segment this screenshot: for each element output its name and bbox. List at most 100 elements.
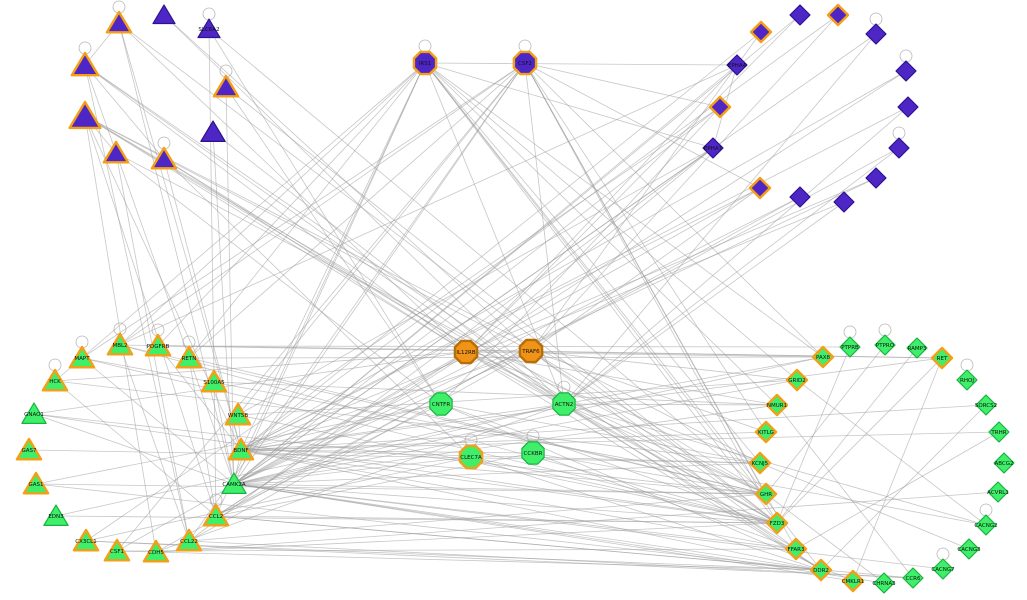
node-label-RHOJ: RHOJ (960, 378, 974, 384)
node-PTPRO[interactable] (874, 334, 896, 356)
node-SLC6A2[interactable] (197, 18, 221, 39)
node-CHRNA3[interactable] (873, 572, 895, 594)
node-d4[interactable] (895, 60, 917, 82)
edge (233, 196, 801, 485)
node-d8[interactable] (897, 96, 919, 118)
edge (240, 431, 767, 451)
node-CACNG3[interactable] (958, 538, 980, 560)
node-EPHA4[interactable] (726, 54, 748, 76)
node-FZD3[interactable] (765, 511, 789, 535)
edge (33, 413, 778, 524)
node-t2[interactable] (152, 4, 176, 25)
edge (208, 28, 767, 495)
node-GNAO1[interactable] (21, 402, 47, 424)
edge (237, 62, 526, 416)
edge (35, 483, 822, 571)
node-label-CLEC7A: CLEC7A (460, 455, 482, 461)
edge (240, 449, 534, 454)
edge (233, 483, 767, 495)
node-MBL2[interactable] (106, 332, 134, 356)
node-PTPRB[interactable] (839, 336, 861, 358)
node-CSF2[interactable] (512, 50, 538, 76)
node-CACNG2[interactable] (975, 514, 997, 536)
node-label-CSF2: CSF2 (518, 61, 532, 67)
node-IRS1[interactable] (412, 50, 438, 76)
self-loop-edge (418, 39, 432, 53)
node-GHR[interactable] (754, 482, 778, 506)
node-d7[interactable] (708, 95, 732, 119)
node-d1[interactable] (789, 4, 811, 26)
edge (188, 62, 426, 359)
node-ACVRL1[interactable] (987, 481, 1009, 503)
node-CMKLR1[interactable] (841, 569, 865, 593)
node-BDNF[interactable] (227, 437, 255, 461)
node-GAS7[interactable] (15, 437, 43, 461)
node-HCK[interactable] (41, 368, 69, 392)
node-IL12RB[interactable] (453, 339, 479, 365)
node-d13[interactable] (833, 191, 855, 213)
node-CCL2[interactable] (202, 503, 230, 527)
node-SORCS2[interactable] (975, 394, 997, 416)
edge (240, 106, 909, 451)
node-CNTFR[interactable] (429, 392, 453, 416)
node-GRID2[interactable] (785, 368, 809, 392)
node-CSF1[interactable] (103, 538, 131, 562)
node-CAMK2A[interactable] (221, 472, 247, 494)
node-d2[interactable] (826, 3, 850, 27)
edge (524, 62, 721, 108)
node-CCL22[interactable] (175, 528, 203, 552)
node-d11[interactable] (748, 176, 772, 200)
edge (233, 483, 778, 524)
node-CLEC7A[interactable] (458, 444, 484, 470)
edge (524, 62, 565, 405)
self-loop-edge (899, 49, 913, 63)
node-t6[interactable] (68, 100, 102, 130)
node-TRAF6[interactable] (518, 338, 544, 364)
node-TRHR[interactable] (988, 421, 1010, 443)
node-CCR6[interactable] (902, 567, 924, 589)
node-d14[interactable] (865, 167, 887, 189)
node-t7[interactable] (200, 120, 226, 142)
node-GAS1[interactable] (22, 471, 50, 495)
node-t4[interactable] (70, 51, 100, 77)
node-RETN[interactable] (175, 345, 203, 369)
node-RET[interactable] (930, 346, 954, 370)
node-t9[interactable] (150, 146, 178, 170)
node-MAPT[interactable] (68, 345, 96, 369)
node-label-EDN3: EDN3 (48, 514, 64, 520)
node-t5[interactable] (212, 74, 240, 98)
edge (563, 201, 845, 405)
node-EPHA7[interactable] (702, 137, 724, 159)
node-EDN3[interactable] (43, 504, 69, 526)
node-PAX8[interactable] (811, 345, 835, 369)
node-RHOJ[interactable] (956, 369, 978, 391)
node-CCKBR[interactable] (521, 441, 545, 465)
edge (759, 462, 970, 550)
edge (188, 493, 767, 542)
node-label-CSF1: CSF1 (110, 549, 124, 555)
node-t8[interactable] (102, 140, 130, 164)
node-CDH5[interactable] (142, 539, 170, 563)
node-DDR2[interactable] (809, 558, 833, 582)
edge (530, 14, 839, 352)
node-CX3CL1[interactable] (72, 528, 100, 552)
node-S100A5[interactable] (200, 369, 228, 393)
node-d6[interactable] (749, 20, 773, 44)
node-t1[interactable] (105, 10, 133, 34)
node-CACNG7[interactable] (932, 558, 954, 580)
node-NMUR1[interactable] (765, 393, 789, 417)
node-KITLG[interactable] (754, 420, 778, 444)
node-ACTN2[interactable] (552, 392, 576, 416)
node-d10[interactable] (888, 137, 910, 159)
node-PDGFRB[interactable] (144, 333, 172, 357)
node-d12[interactable] (789, 186, 811, 208)
node-d3[interactable] (865, 23, 887, 45)
node-KCNJ5[interactable] (748, 451, 772, 475)
node-RAMP3[interactable] (906, 337, 928, 359)
node-ABCG2[interactable] (993, 452, 1015, 474)
node-FFAR3[interactable] (784, 537, 808, 561)
node-WNT5B[interactable] (224, 402, 252, 426)
edge (237, 147, 714, 416)
